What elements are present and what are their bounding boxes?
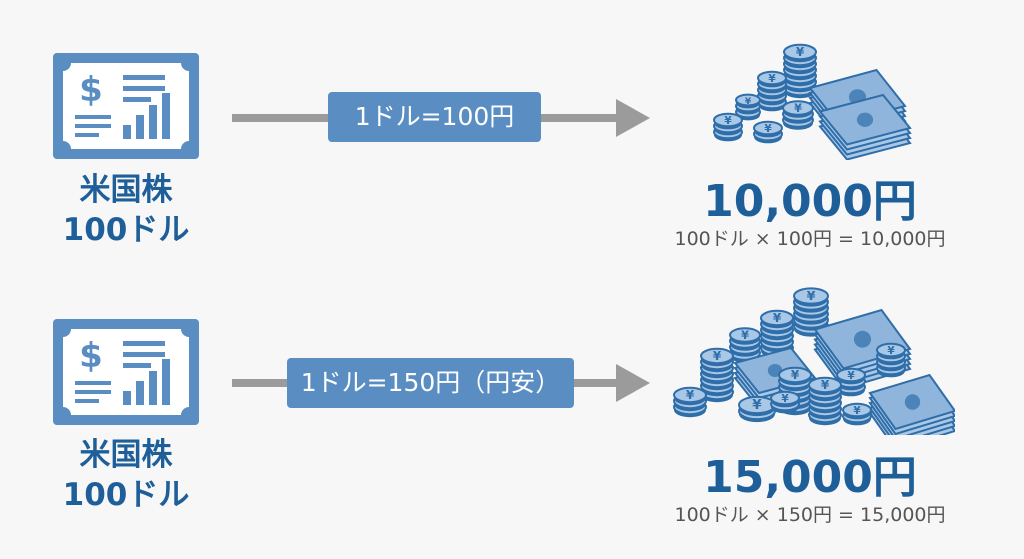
svg-text:¥: ¥ [764,123,772,135]
stock-price: 100ドル [62,477,190,513]
svg-text:¥: ¥ [752,397,762,413]
coin-stack: ¥ [842,402,872,426]
svg-text:$: $ [79,336,103,376]
stock-label: 米国株 100ドル [46,170,206,250]
coin-stack: ¥ [753,120,783,144]
svg-text:¥: ¥ [807,289,816,304]
svg-text:¥: ¥ [745,97,752,107]
calculation-formula: 100ドル × 100円 = 10,000円 [674,228,946,250]
coin-stack: ¥ [808,376,842,426]
svg-text:¥: ¥ [794,102,802,115]
svg-text:¥: ¥ [847,370,855,382]
coin-stack: ¥ [713,112,743,142]
coin-stack: ¥ [757,70,787,112]
stock-name: 米国株 [79,172,173,208]
calculation-formula: 100ドル × 150円 = 15,000円 [674,504,946,526]
stock-certificate-icon: $ [53,53,199,159]
coin-stack: ¥ [876,342,906,378]
svg-text:¥: ¥ [724,115,732,127]
svg-text:¥: ¥ [713,349,722,363]
svg-text:¥: ¥ [741,329,749,342]
svg-text:¥: ¥ [773,311,782,325]
svg-text:¥: ¥ [821,378,830,392]
coin-stack: ¥ [770,390,800,414]
converted-amount: 15,000円 [703,452,917,503]
stock-certificate-icon: $ [53,319,199,425]
coin-stack: ¥ [729,327,761,363]
coin-stack: ¥ [793,287,829,337]
svg-text:¥: ¥ [853,405,861,417]
yen-money-pile-icon: ¥¥¥¥¥¥¥¥¥¥¥¥ [673,287,955,435]
svg-text:¥: ¥ [768,73,776,85]
arrow-head-icon [616,99,650,137]
coin-stack: ¥ [673,386,707,418]
arrow-head-icon [616,364,650,402]
coin-stack: ¥ [836,367,866,397]
stock-name: 米国株 [79,437,173,473]
svg-text:¥: ¥ [796,45,805,59]
svg-text:¥: ¥ [781,393,789,405]
exchange-rate-label: 1ドル=150円（円安） [287,358,574,408]
svg-text:¥: ¥ [791,368,800,382]
converted-amount: 10,000円 [703,176,917,227]
exchange-rate-label: 1ドル=100円 [328,92,541,142]
coin-stack: ¥ [738,395,776,423]
coin-stack: ¥ [700,347,734,403]
stock-label: 米国株 100ドル [46,435,206,515]
banknote-stack [818,93,912,160]
coin-stack: ¥ [735,93,761,121]
coin-stack: ¥ [782,100,814,130]
banknote-stack [868,373,955,435]
svg-text:$: $ [79,70,103,110]
stock-price: 100ドル [62,212,190,248]
coin-stack: ¥ [783,43,817,99]
svg-text:¥: ¥ [686,388,695,402]
yen-money-pile-icon: ¥ ¥ ¥ ¥ ¥ ¥ [713,43,912,160]
svg-text:¥: ¥ [887,345,895,357]
